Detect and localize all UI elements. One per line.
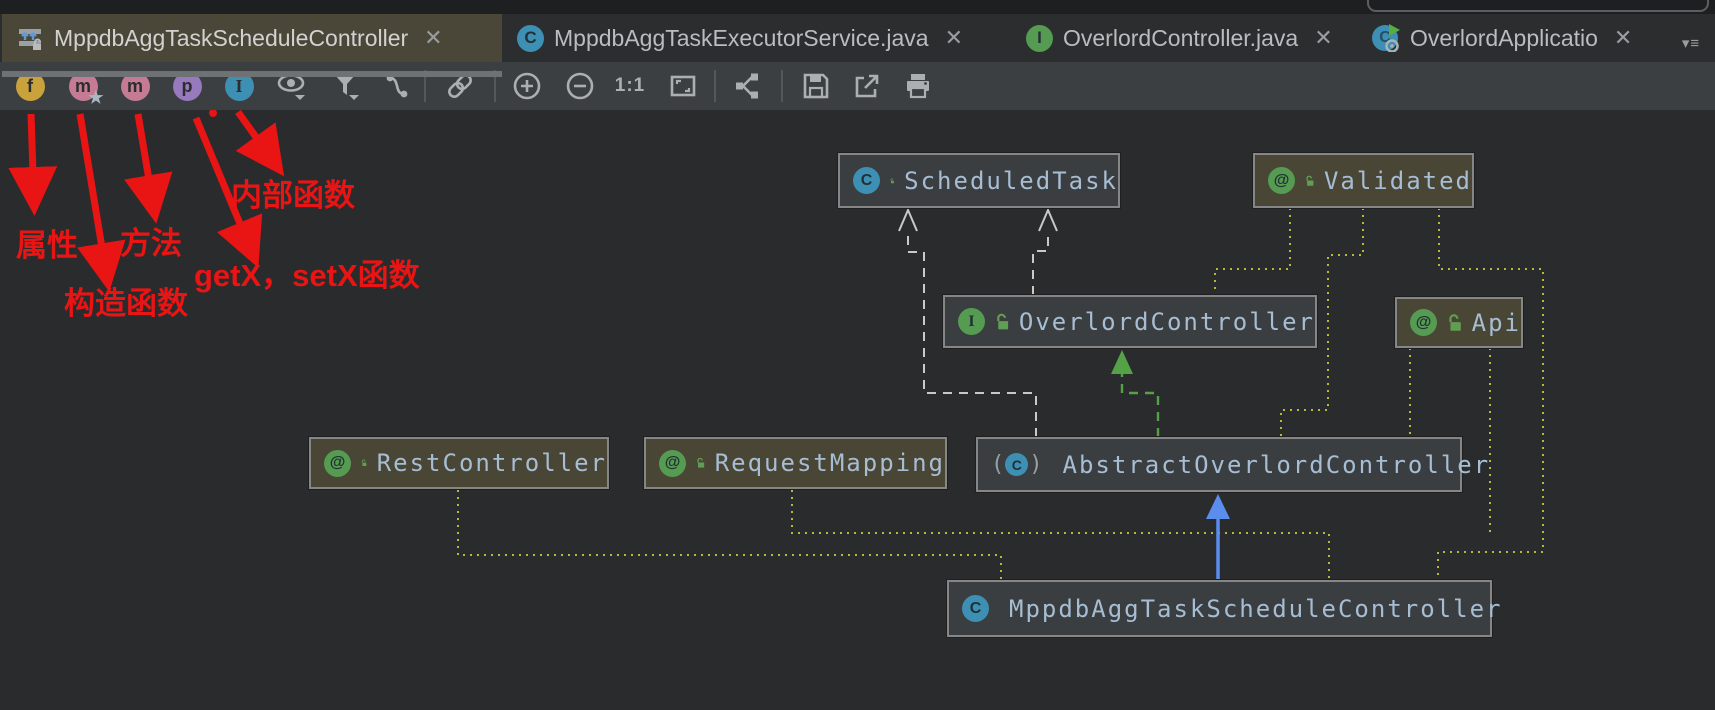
annotation-inner-fn-label: 内部函数 [231, 178, 355, 213]
tab-uml-diagram[interactable]: MppdbAggTaskScheduleController ✕ [2, 14, 502, 62]
tab-label: OverlordController.java [1063, 24, 1299, 51]
open-arrowhead [898, 207, 1058, 232]
toolbar-separator [714, 70, 716, 102]
star-badge: ★ [88, 87, 104, 107]
toolbar-separator [494, 70, 496, 102]
filter-button[interactable] [325, 66, 365, 106]
close-icon[interactable]: ✕ [424, 25, 443, 50]
node-abstract-overlord-controller[interactable]: (C) AbstractOverlordController [976, 437, 1488, 492]
fit-content-button[interactable] [663, 66, 703, 106]
window-top-strip [0, 0, 1715, 14]
filter-icon [334, 74, 359, 100]
node-label: Validated [1323, 166, 1472, 195]
node-overlord-controller[interactable]: I OverlordController [943, 295, 1317, 348]
zoom-out-icon [566, 72, 594, 100]
annotation-icon: @ [1410, 309, 1437, 336]
diagram-edges [8, 110, 1544, 580]
node-scheduled-task[interactable]: C ScheduledTask [838, 153, 1120, 208]
export-icon [855, 74, 879, 98]
node-label: RequestMapping [714, 449, 945, 477]
close-icon[interactable]: ✕ [1314, 25, 1333, 50]
fit-content-icon [670, 75, 696, 97]
actual-size-button[interactable]: 1:1 [610, 66, 650, 106]
class-icon: C [962, 595, 989, 622]
node-mppdb-agg-task-schedule-controller[interactable]: C MppdbAggTaskScheduleController [947, 580, 1500, 637]
node-label: Api [1471, 308, 1521, 337]
hidden-tabs-dropdown-icon[interactable]: ▾≡ [1681, 35, 1701, 52]
node-label: ScheduledTask [904, 166, 1118, 195]
tab-overlord-controller[interactable]: I OverlordController.java ✕ [1012, 14, 1357, 62]
node-label: RestController [376, 449, 607, 477]
interface-icon: I [958, 308, 985, 335]
tab-overlord-application[interactable]: C OverlordApplicatio ✕ [1358, 14, 1688, 62]
layout-icon [736, 73, 758, 99]
save-button[interactable] [796, 66, 836, 106]
diagram-toolbar: f m★ m p I [0, 62, 1715, 111]
search-field-fragment [1367, 0, 1709, 12]
print-button[interactable] [898, 66, 938, 106]
uml-diagram-icon [16, 24, 44, 52]
node-rest-controller[interactable]: @ RestController [309, 437, 609, 489]
blue-arrowhead [1206, 494, 1230, 519]
annotation-method-label: 方法 [120, 226, 182, 261]
annotation-icon: @ [659, 449, 686, 477]
editor-tab-bar: MppdbAggTaskScheduleController ✕ C Mppdb… [0, 14, 1715, 77]
close-icon[interactable]: ✕ [944, 25, 964, 50]
tab-label: OverlordApplicatio [1410, 24, 1598, 51]
tab-executor-service[interactable]: C MppdbAggTaskExecutorService.java ✕ [503, 14, 1011, 62]
zoom-in-icon [513, 72, 541, 100]
annotation-icon: @ [1268, 167, 1295, 194]
node-label: MppdbAggTaskScheduleController [1009, 594, 1503, 623]
actual-size-label: 1:1 [614, 75, 646, 96]
active-tab-underline [2, 71, 502, 77]
zoom-in-button[interactable] [507, 66, 547, 106]
toolbar-separator [781, 70, 783, 102]
tab-label: MppdbAggTaskScheduleController [54, 24, 409, 51]
print-icon [907, 74, 929, 99]
node-label: OverlordController [1018, 307, 1315, 336]
export-button[interactable] [847, 66, 887, 106]
annotation-constructor-label: 构造函数 [64, 286, 188, 321]
run-application-icon: C [1372, 24, 1400, 52]
save-icon [803, 73, 829, 99]
toolbar-separator [424, 70, 426, 102]
edge-dotted-yellow [457, 208, 1544, 580]
unlocked-icon [697, 457, 705, 468]
tab-label: MppdbAggTaskExecutorService.java [554, 24, 929, 51]
unlocked-icon [890, 177, 894, 183]
node-label: AbstractOverlordController [1062, 450, 1491, 479]
interface-icon: I [1026, 24, 1053, 52]
red-annotation-arrows [8, 110, 285, 292]
class-icon: C [853, 167, 880, 194]
edge-dashed-green [1120, 372, 1160, 437]
annotation-attribute-label: 属性 [16, 228, 78, 263]
unlocked-icon [997, 313, 1009, 329]
red-dot [209, 110, 217, 117]
node-request-mapping[interactable]: @ RequestMapping [644, 437, 947, 489]
diagram-canvas[interactable]: 属性 方法 构造函数 内部函数 getX，setX函数 C ScheduledT… [0, 110, 1715, 710]
unlocked-icon [1449, 313, 1461, 331]
close-icon[interactable]: ✕ [1613, 25, 1633, 50]
node-api[interactable]: @ Api [1395, 297, 1523, 348]
zoom-out-button[interactable] [560, 66, 600, 106]
edge-dashed-gray [907, 232, 1049, 437]
green-arrowhead [1111, 350, 1133, 374]
class-icon: C [517, 24, 544, 52]
unlocked-icon [361, 459, 367, 467]
apply-layout-button[interactable] [727, 66, 767, 106]
annotation-getset-label: getX，setX函数 [194, 258, 420, 293]
unlocked-icon [1306, 175, 1314, 186]
abstract-class-icon: (C) [991, 452, 1043, 477]
node-validated[interactable]: @ Validated [1253, 153, 1474, 208]
annotation-icon: @ [324, 449, 351, 477]
